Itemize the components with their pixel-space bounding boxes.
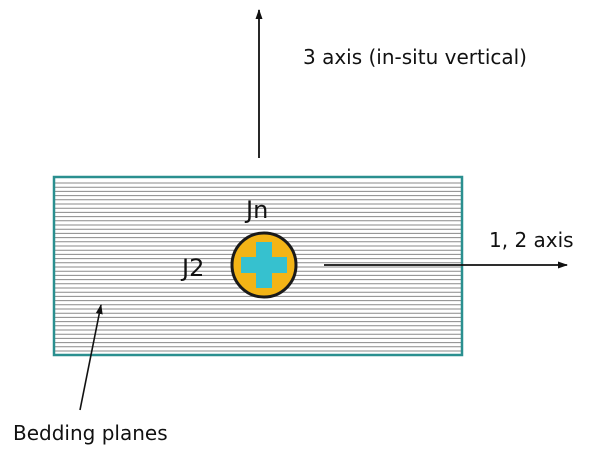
horizontal-axis-label: 1, 2 axis [489,228,574,252]
plus-cross-icon [241,242,287,288]
rock-block [52,175,464,357]
j2-label: J2 [182,254,205,282]
bedding-pointer-arrow [79,304,103,411]
bedding-planes-label: Bedding planes [13,421,168,445]
jn-label: Jn [246,196,269,224]
vertical-axis-label: 3 axis (in-situ vertical) [303,45,527,69]
joint-symbol [230,231,298,299]
